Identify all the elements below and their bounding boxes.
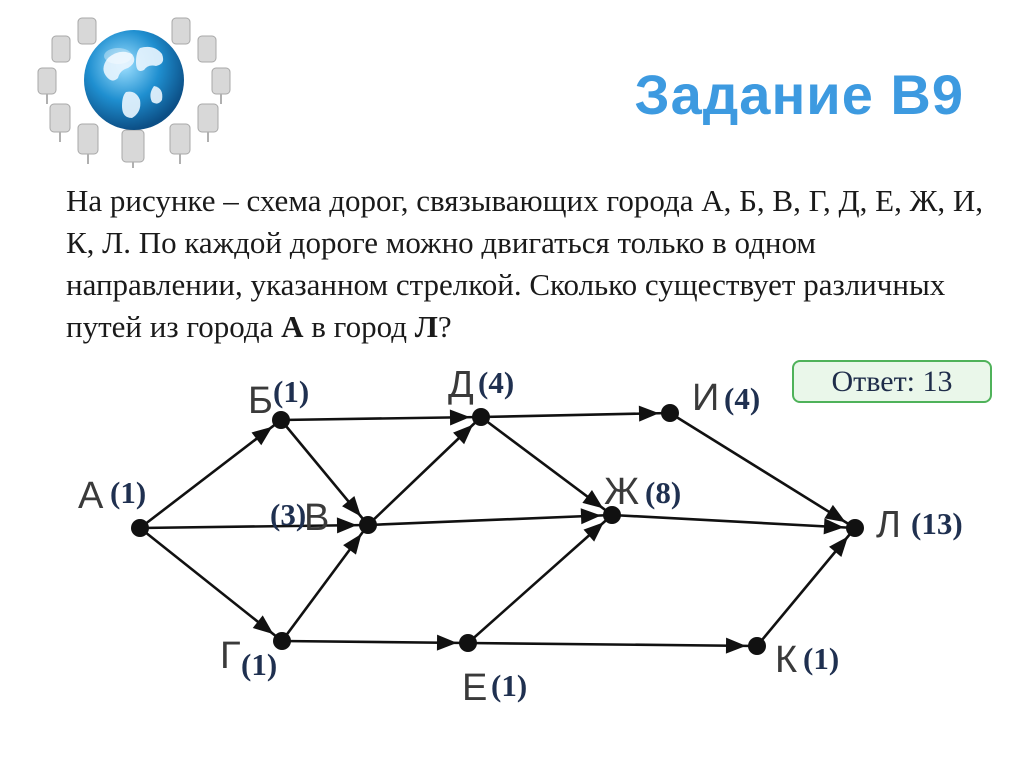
road-G-E (281, 639, 469, 645)
arrowhead-I-L (824, 504, 846, 523)
city-node-G (273, 632, 291, 650)
city-label-E: Е (462, 667, 487, 709)
arrowhead-B-D (449, 409, 471, 426)
arrowhead-G-V (343, 533, 362, 555)
path-count-E: (1) (491, 668, 527, 703)
arrowhead-A-B (251, 426, 273, 446)
city-node-A (131, 519, 149, 537)
path-count-D: (4) (478, 365, 514, 400)
globe-chairs-logo-icon (37, 17, 231, 168)
city-label-B: Б (248, 380, 273, 422)
city-node-K (748, 637, 766, 655)
question-text: На рисунке – схема дорог, связывающих го… (66, 180, 986, 348)
city-label-L: Л (876, 504, 901, 546)
road-B-D (280, 415, 482, 422)
city-label-K: К (775, 639, 797, 681)
city-node-V (359, 516, 377, 534)
question-to-city: Л (414, 309, 438, 344)
arrowhead-V-D (453, 424, 474, 445)
road-ZH-L (611, 513, 856, 530)
arrowhead-V-ZH (580, 508, 602, 525)
arrowhead-D-ZH (582, 490, 604, 509)
question-from-city: А (281, 309, 304, 344)
answer-text: Ответ: 13 (831, 364, 953, 398)
city-label-G: Г (220, 635, 241, 677)
question-part-3: ? (437, 309, 452, 344)
road-A-V (139, 523, 369, 530)
city-node-B (272, 411, 290, 429)
path-count-I: (4) (724, 381, 760, 416)
answer-box: Ответ: 13 (792, 360, 992, 403)
arrowhead-G-E (436, 634, 458, 651)
road-E-K (467, 641, 758, 648)
arrowhead-A-V (336, 517, 358, 534)
city-label-I: И (692, 377, 719, 419)
arrowhead-K-L (829, 536, 848, 557)
question-part-2: в город (303, 309, 415, 344)
road-D-I (480, 411, 671, 419)
arrowhead-B-V (342, 496, 361, 517)
arrowhead-A-G (252, 615, 274, 635)
path-count-K: (1) (803, 641, 839, 676)
slide-title: Задание В9 (634, 63, 964, 126)
city-label-V: В (304, 497, 329, 539)
road-E-ZH (467, 514, 613, 644)
city-label-D: Д (448, 364, 474, 406)
arrowhead-E-K (725, 637, 747, 654)
city-node-E (459, 634, 477, 652)
path-count-V: (3) (270, 497, 306, 532)
path-count-A: (1) (110, 475, 146, 510)
road-V-ZH (367, 513, 613, 527)
city-node-ZH (603, 506, 621, 524)
arrowhead-E-ZH (583, 522, 604, 542)
question-part-1: На рисунке – схема дорог, связывающих го… (66, 183, 984, 344)
city-label-ZH: Ж (604, 471, 639, 513)
path-count-G: (1) (241, 647, 277, 682)
city-node-I (661, 404, 679, 422)
arrowhead-D-I (638, 405, 660, 422)
path-count-ZH: (8) (645, 475, 681, 510)
path-count-B: (1) (273, 374, 309, 409)
city-node-D (472, 408, 490, 426)
path-count-L: (13) (911, 506, 963, 541)
road-I-L (669, 411, 856, 530)
arrowhead-ZH-L (823, 518, 845, 535)
city-label-A: А (78, 475, 104, 517)
city-node-L (846, 519, 864, 537)
